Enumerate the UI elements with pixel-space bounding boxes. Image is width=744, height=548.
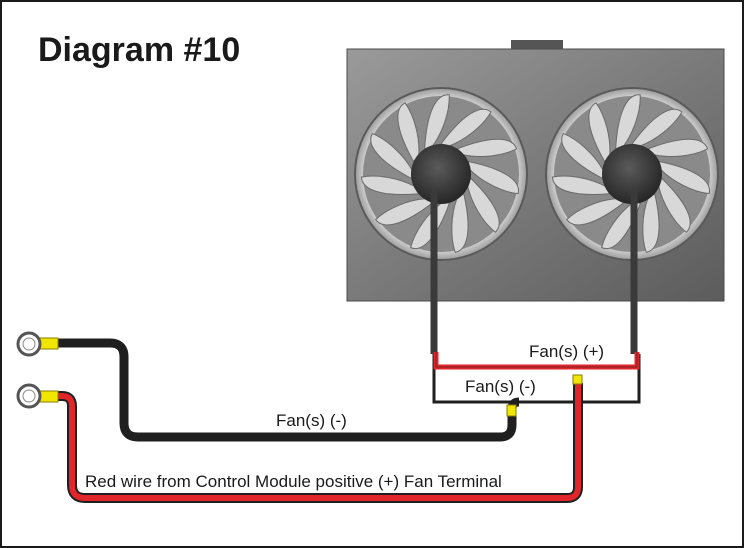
fans-negative-loop [432,354,641,404]
negative-splice-connector [506,404,517,417]
shroud-tab [511,40,563,51]
ring-terminal-bottom-icon [16,383,59,409]
positive-splice-connector [572,374,583,385]
positive-wire [57,383,583,503]
fan-left-hub [411,144,471,204]
fan-leads [430,190,638,354]
label-fans-negative-long: Fan(s) (-) [276,411,347,430]
label-red-wire: Red wire from Control Module positive (+… [85,472,502,491]
fan-left-icon [354,87,528,261]
diagram-title: Diagram #10 [38,31,241,69]
label-fans-negative-short: Fan(s) (-) [465,377,536,396]
label-fans-positive: Fan(s) (+) [529,342,604,361]
fan-right-hub [602,144,662,204]
ring-terminal-top-icon [16,331,59,357]
